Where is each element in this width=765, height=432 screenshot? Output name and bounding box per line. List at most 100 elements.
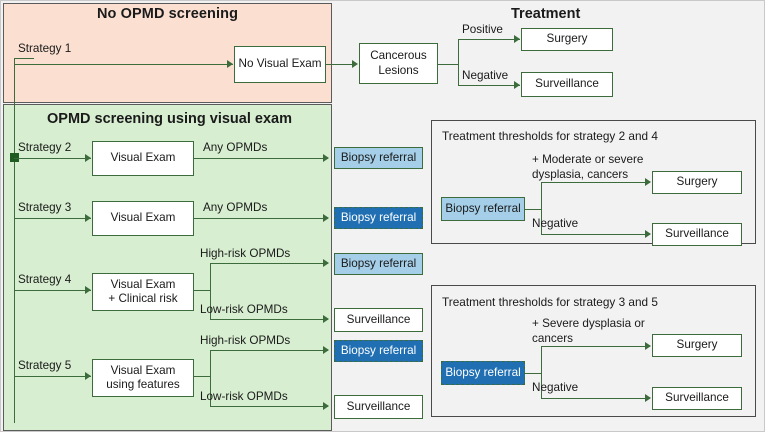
strategy-5-low-risk-label: Low-risk OPMDs bbox=[200, 390, 288, 403]
thresholds-2-4-criteria: + Moderate or severe dysplasia, cancers bbox=[532, 153, 643, 182]
strategy-4-split-vertical bbox=[210, 263, 211, 319]
strategy-2-branch-line bbox=[194, 158, 328, 159]
strategy-4-arrowhead bbox=[85, 286, 91, 294]
box-visual-exam-s3[interactable]: Visual Exam bbox=[92, 201, 194, 236]
cancerous-lesions-line2: Lesions bbox=[378, 63, 419, 77]
strategy-4-arrow-line bbox=[14, 290, 91, 291]
strategy-5-low-risk-arrowhead bbox=[323, 402, 329, 410]
s4-node-line1: Visual Exam bbox=[110, 277, 176, 291]
box-biopsy-referral-s3[interactable]: Biopsy referral bbox=[334, 207, 423, 229]
thresholds-3-5-negative-label: Negative bbox=[532, 381, 579, 394]
thresholds-2-4-surgery-line bbox=[541, 182, 650, 183]
strategy-1-label: Strategy 1 bbox=[18, 42, 72, 55]
strategy-2-branch-label: Any OPMDs bbox=[203, 141, 268, 154]
thresholds-3-5-criteria: + Severe dysplasia or cancers bbox=[532, 317, 645, 346]
strategy-5-label: Strategy 5 bbox=[18, 359, 72, 372]
box-biopsy-referral-threshold-3-5[interactable]: Biopsy referral bbox=[441, 361, 525, 385]
lesions-split-stem bbox=[438, 64, 459, 65]
thresholds-3-5-surgery-arrowhead bbox=[645, 342, 651, 350]
thresholds-2-4-criteria-line2: dysplasia, cancers bbox=[532, 167, 629, 181]
strategy-2-branch-arrowhead bbox=[323, 154, 329, 162]
link-novisual-to-lesions-arrowhead bbox=[352, 60, 358, 68]
strategy-4-label: Strategy 4 bbox=[18, 273, 72, 286]
strategy-2-node-marker bbox=[10, 153, 19, 162]
thresholds-2-4-negative-label: Negative bbox=[532, 217, 579, 230]
strategy-2-arrow-line bbox=[14, 158, 91, 159]
box-no-visual-exam[interactable]: No Visual Exam bbox=[234, 46, 326, 83]
trunk-line-vertical bbox=[14, 58, 15, 423]
box-surveillance-top[interactable]: Surveillance bbox=[521, 72, 613, 97]
strategy-2-label: Strategy 2 bbox=[18, 141, 72, 154]
box-biopsy-referral-s2[interactable]: Biopsy referral bbox=[334, 147, 423, 169]
s5-node-line1: Visual Exam bbox=[110, 363, 176, 377]
strategy-5-low-risk-line bbox=[210, 406, 328, 407]
strategy-5-split-stem bbox=[194, 376, 211, 377]
s4-node-line2: + Clinical risk bbox=[108, 292, 178, 305]
strategy-5-arrowhead bbox=[85, 372, 91, 380]
box-visual-exam-s2[interactable]: Visual Exam bbox=[92, 141, 194, 176]
lesions-split-vertical bbox=[458, 39, 459, 85]
link-novisual-to-lesions bbox=[326, 64, 355, 65]
strategy-3-branch-label: Any OPMDs bbox=[203, 201, 268, 214]
strategy-5-arrow-line bbox=[14, 376, 91, 377]
thresholds-3-5-criteria-line2: cancers bbox=[532, 331, 573, 345]
strategy-3-arrow-line bbox=[14, 218, 91, 219]
box-visual-exam-clinical-risk-s4[interactable]: Visual Exam + Clinical risk bbox=[92, 273, 194, 311]
strategy-5-high-risk-line bbox=[210, 350, 328, 351]
strategy-4-low-risk-label: Low-risk OPMDs bbox=[200, 303, 288, 316]
box-biopsy-referral-s4[interactable]: Biopsy referral bbox=[334, 253, 423, 275]
label-negative-top: Negative bbox=[462, 69, 509, 82]
box-surveillance-threshold-3-5[interactable]: Surveillance bbox=[652, 387, 742, 410]
strategy-3-branch-arrowhead bbox=[323, 214, 329, 222]
strategy-5-high-risk-arrowhead bbox=[323, 346, 329, 354]
box-surgery-top[interactable]: Surgery bbox=[521, 28, 613, 51]
thresholds-2-4-surveillance-arrowhead bbox=[645, 230, 651, 238]
positive-arrowhead bbox=[514, 35, 520, 43]
strategy-4-split-stem bbox=[194, 290, 211, 291]
strategy-4-high-risk-arrowhead bbox=[323, 259, 329, 267]
negative-arrow-line-top bbox=[458, 85, 520, 86]
panel-title-no-opmd-screening: No OPMD screening bbox=[96, 6, 239, 22]
thresholds-3-5-split-vertical bbox=[541, 346, 542, 398]
s5-node-line2: using features bbox=[106, 378, 180, 391]
box-surveillance-s4[interactable]: Surveillance bbox=[334, 308, 423, 332]
thresholds-3-5-split-stem bbox=[525, 373, 542, 374]
strategy-5-high-risk-label: High-risk OPMDs bbox=[200, 334, 291, 347]
box-biopsy-referral-s5[interactable]: Biopsy referral bbox=[334, 340, 423, 362]
box-visual-exam-using-features-s5[interactable]: Visual Exam using features bbox=[92, 359, 194, 397]
thresholds-3-5-criteria-line1: + Severe dysplasia or bbox=[532, 317, 645, 330]
label-positive: Positive bbox=[462, 23, 503, 36]
section-title-treatment: Treatment bbox=[511, 6, 581, 22]
box-cancerous-lesions[interactable]: Cancerous Lesions bbox=[359, 43, 438, 84]
box-biopsy-referral-threshold-2-4[interactable]: Biopsy referral bbox=[441, 197, 525, 221]
thresholds-3-5-surveillance-line bbox=[541, 398, 650, 399]
thresholds-3-5-surveillance-arrowhead bbox=[645, 394, 651, 402]
strategy-4-low-risk-arrowhead bbox=[323, 315, 329, 323]
trunk-top-connector bbox=[14, 58, 34, 59]
strategy-3-label: Strategy 3 bbox=[18, 201, 72, 214]
strategy-4-low-risk-line bbox=[210, 319, 328, 320]
box-surgery-threshold-2-4[interactable]: Surgery bbox=[652, 171, 742, 194]
strategy-3-arrowhead bbox=[85, 214, 91, 222]
strategy-1-arrow-line bbox=[14, 64, 233, 65]
box-surveillance-s5[interactable]: Surveillance bbox=[334, 395, 423, 419]
cancerous-lesions-line1: Cancerous bbox=[370, 49, 427, 63]
positive-arrow-line bbox=[458, 39, 520, 40]
thresholds-2-4-criteria-line1: + Moderate or severe bbox=[532, 153, 644, 166]
panel-title-opmd-screening: OPMD screening using visual exam bbox=[47, 111, 292, 127]
box-surgery-threshold-3-5[interactable]: Surgery bbox=[652, 334, 742, 357]
strategy-4-high-risk-label: High-risk OPMDs bbox=[200, 247, 291, 260]
thresholds-2-4-title: Treatment thresholds for strategy 2 and … bbox=[442, 129, 658, 143]
negative-arrowhead-top bbox=[514, 81, 520, 89]
thresholds-3-5-surgery-line bbox=[541, 346, 650, 347]
thresholds-2-4-split-stem bbox=[525, 209, 542, 210]
box-surveillance-threshold-2-4[interactable]: Surveillance bbox=[652, 223, 742, 246]
strategy-2-arrowhead bbox=[85, 154, 91, 162]
thresholds-2-4-surveillance-line bbox=[541, 234, 650, 235]
thresholds-2-4-surgery-arrowhead bbox=[645, 178, 651, 186]
strategy-5-split-vertical bbox=[210, 350, 211, 406]
thresholds-2-4-split-vertical bbox=[541, 182, 542, 234]
thresholds-3-5-title: Treatment thresholds for strategy 3 and … bbox=[442, 295, 658, 309]
strategy-3-branch-line bbox=[194, 218, 328, 219]
